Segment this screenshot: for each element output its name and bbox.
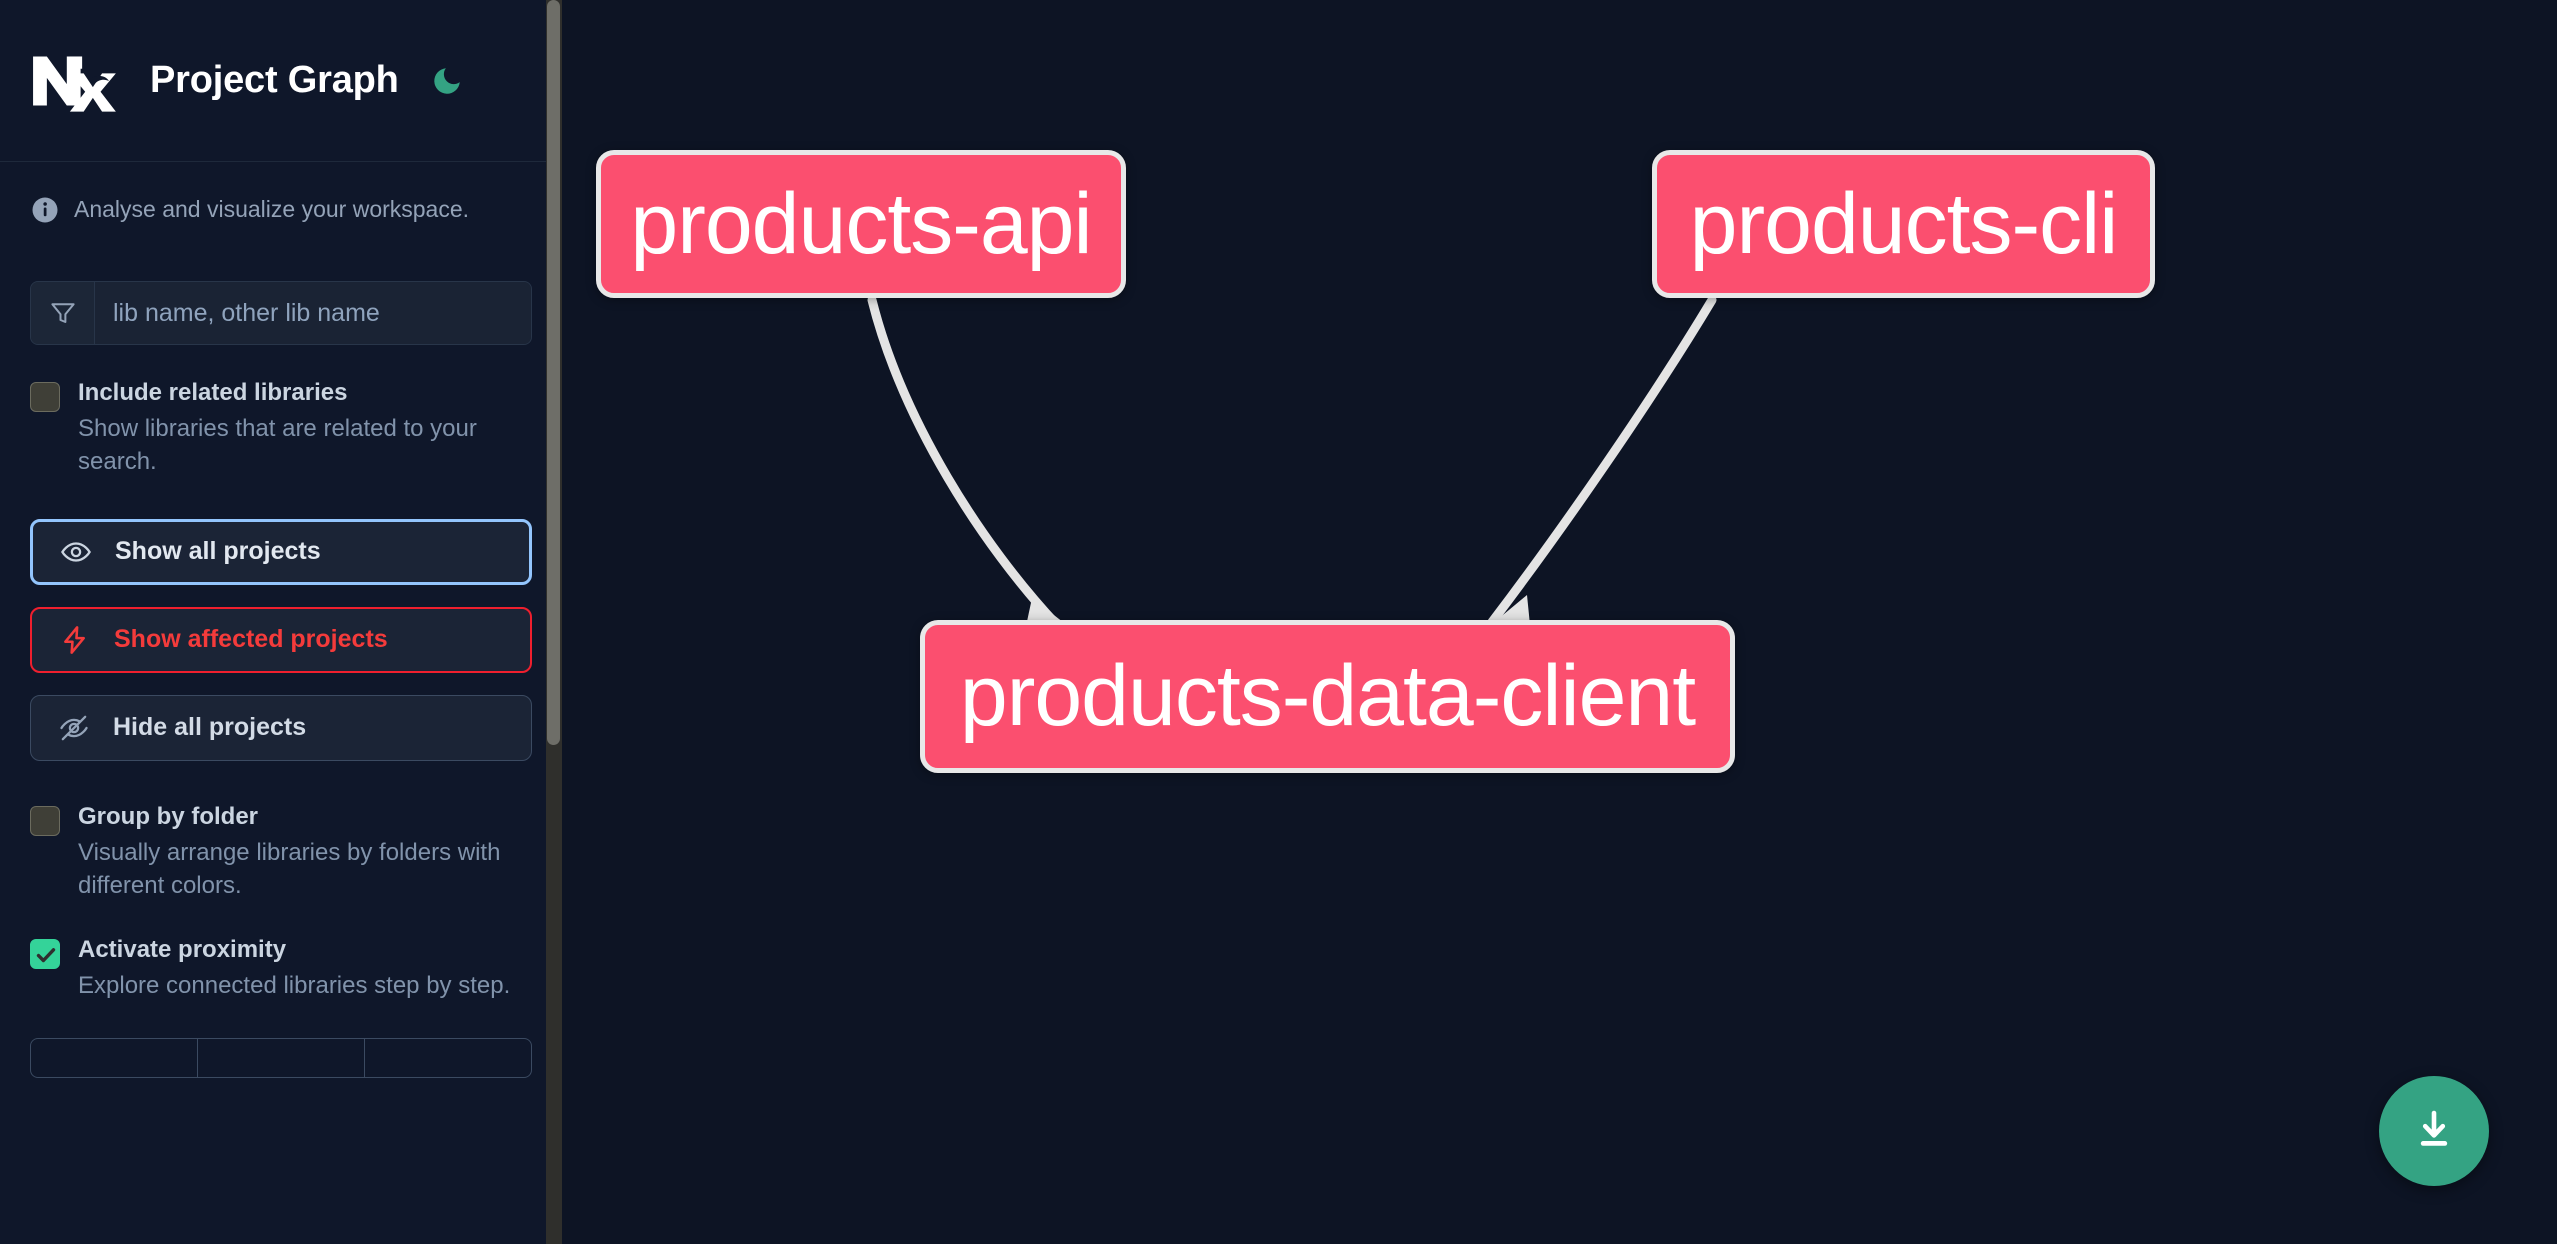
show-affected-projects-label: Show affected projects — [114, 625, 388, 654]
checkbox-box-activate-proximity[interactable] — [30, 939, 60, 970]
graph-node-label-products-api: products-api — [630, 175, 1092, 272]
moon-icon[interactable] — [427, 61, 467, 101]
graph-node-products-cli[interactable]: products-cli — [1652, 150, 2155, 298]
checkbox-activate-proximity[interactable]: Activate proximity Explore connected lib… — [0, 902, 562, 1002]
page-title: Project Graph — [150, 59, 399, 101]
show-affected-projects-button[interactable]: Show affected projects — [30, 606, 532, 673]
hide-all-projects-label: Hide all projects — [113, 713, 307, 742]
sidebar-body: Analyse and visualize your workspace. In… — [0, 162, 562, 1079]
checkbox-label-activate-proximity: Activate proximity — [78, 936, 287, 964]
segment-option-1[interactable] — [31, 1039, 198, 1078]
download-graph-button[interactable] — [2379, 1076, 2489, 1186]
search-field[interactable] — [30, 281, 532, 345]
sidebar: Project Graph Analyse and visualize your… — [0, 0, 562, 1244]
graph-canvas[interactable]: products-api products-cli products-data-… — [562, 0, 2557, 1244]
segment-option-2[interactable] — [198, 1039, 365, 1078]
info-circle-icon — [30, 195, 60, 225]
analyse-text: Analyse and visualize your workspace. — [74, 196, 470, 223]
show-all-projects-button[interactable]: Show all projects — [30, 518, 532, 585]
graph-node-label-products-data-client: products-data-client — [959, 648, 1696, 744]
analyse-note: Analyse and visualize your workspace. — [0, 162, 562, 225]
checkbox-description-activate-proximity: Explore connected libraries step by step… — [78, 972, 511, 1000]
proximity-step-segmented-control[interactable] — [30, 1038, 532, 1079]
filter-funnel-icon[interactable] — [31, 282, 95, 344]
checkbox-group-by-folder[interactable]: Group by folder Visually arrange librari… — [0, 761, 562, 903]
show-all-projects-label: Show all projects — [115, 537, 321, 566]
checkbox-box-include-related-libraries[interactable] — [30, 382, 60, 412]
project-visibility-buttons: Show all projects Show affected projects — [0, 479, 562, 761]
hide-all-projects-button[interactable]: Hide all projects — [30, 694, 532, 761]
checkbox-label-group-by-folder: Group by folder — [78, 802, 258, 830]
sidebar-scrollbar-track[interactable] — [546, 0, 562, 1244]
search-input[interactable] — [95, 282, 531, 344]
graph-node-products-data-client[interactable]: products-data-client — [920, 620, 1735, 773]
segment-option-3[interactable] — [365, 1039, 531, 1077]
download-icon — [2410, 1105, 2458, 1158]
sidebar-scrollbar-thumb[interactable] — [547, 0, 560, 745]
sidebar-header: Project Graph — [0, 0, 562, 162]
checkbox-label-include-related-libraries: Include related libraries — [78, 379, 348, 406]
graph-node-label-products-cli: products-cli — [1689, 175, 2119, 272]
edge-products-cli-to-products-data-client — [1468, 295, 1717, 645]
checkbox-description-include-related-libraries: Show libraries that are related to your … — [78, 415, 477, 476]
edge-products-api-to-products-data-client — [867, 295, 1086, 645]
checkbox-box-group-by-folder[interactable] — [30, 805, 60, 836]
lightning-bolt-icon — [58, 623, 92, 657]
eye-slash-icon — [57, 711, 91, 745]
graph-node-products-api[interactable]: products-api — [596, 150, 1126, 298]
checkbox-include-related-libraries[interactable]: Include related libraries Show libraries… — [0, 345, 562, 479]
checkbox-description-group-by-folder: Visually arrange libraries by folders wi… — [78, 838, 501, 899]
nx-logo-icon — [30, 50, 122, 112]
eye-icon — [59, 535, 93, 569]
